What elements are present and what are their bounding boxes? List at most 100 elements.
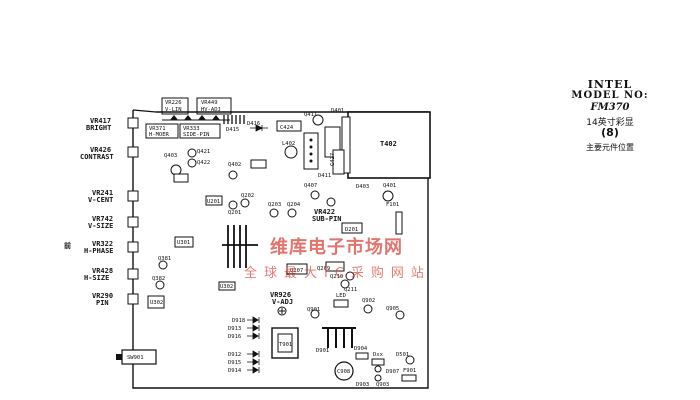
heatsink-left: [222, 225, 258, 268]
top-control-box-vr371: [145, 123, 179, 139]
top-control-name: SIDE-PIN: [183, 132, 210, 138]
top-control-ref: VR333: [183, 126, 200, 132]
component-label: D913: [228, 326, 241, 332]
connector-block: [303, 132, 319, 170]
left-control-ref: VR426: [90, 146, 111, 154]
board-top-edge: [132, 109, 157, 113]
component-label: Q903: [376, 382, 389, 388]
model-number: FM370: [590, 102, 630, 113]
figure-caption: 主要元件位置: [586, 143, 634, 152]
front-side-mark: 前: [64, 241, 71, 250]
component-label: D201: [345, 227, 358, 233]
component-label: D901: [316, 348, 329, 354]
left-control-name: V-CENT: [88, 196, 113, 204]
pin-header: [223, 115, 245, 124]
component-label: U301: [177, 240, 190, 246]
component-label: Q407: [304, 183, 317, 189]
figure-number: (8): [601, 126, 619, 139]
component-label: Q202: [241, 193, 254, 199]
watermark-title: 维库电子市场网: [270, 237, 403, 258]
component-label: T901: [279, 342, 292, 348]
flyback-transformer: [347, 111, 431, 179]
component-label: Q403: [164, 153, 177, 159]
flyback-label: T402: [380, 140, 397, 148]
top-control-box-vr226: [161, 97, 189, 115]
top-control-name: V-LIN: [165, 107, 182, 113]
component-label: Q411: [304, 112, 317, 118]
top-control-name: H-MOER: [149, 132, 170, 138]
component-label: Q902: [362, 298, 375, 304]
trim-pots-row: [170, 115, 220, 120]
component-label: Q382: [152, 276, 165, 282]
component-label: D415: [226, 127, 239, 133]
component-label: D416: [247, 121, 260, 127]
left-control-name: BRIGHT: [86, 124, 111, 132]
top-control-ref: VR449: [201, 100, 218, 106]
center-control-name: V-ADJ: [272, 298, 293, 306]
center-control-name: SUB-PIN: [312, 215, 342, 223]
component-label: F901: [403, 368, 416, 374]
component-outline: [276, 120, 302, 132]
left-control-ref: VR428: [92, 267, 113, 275]
component-label: SW901: [127, 355, 144, 361]
component-label: D401: [331, 108, 344, 114]
component-label: D501: [396, 352, 409, 358]
left-control-name: H-SIZE: [84, 274, 109, 282]
top-control-box-vr449: [196, 97, 232, 115]
component-label: Q209: [317, 266, 330, 272]
component-label: D907: [386, 369, 399, 375]
left-control-ref: VR742: [92, 215, 113, 223]
component-label: D916: [228, 334, 241, 340]
component-label: C427: [330, 153, 336, 166]
component-label: D903: [356, 382, 369, 388]
component-label: LED: [336, 293, 346, 299]
left-control-name: CONTRAST: [80, 153, 114, 161]
top-control-ref: VR226: [165, 100, 182, 106]
component-label: Q211: [344, 287, 357, 293]
left-control-ref: VR290: [92, 292, 113, 300]
component-label: C424: [280, 125, 294, 131]
component-outline: [332, 149, 345, 175]
component-label: D918: [232, 318, 245, 324]
left-control-panel: VR417 BRIGHT VR426 CONTRAST VR241 V-CENT…: [64, 117, 139, 307]
component-label: U201: [207, 199, 220, 205]
watermark-subtitle: 全球最大IC采购网站: [244, 266, 431, 281]
component-label: Q203: [268, 202, 281, 208]
component-label: D914: [228, 368, 242, 374]
left-control-name: H-PHASE: [84, 247, 114, 255]
component-label: U302: [150, 300, 163, 306]
component-label: D411: [318, 173, 331, 179]
brand-name: INTEL: [587, 78, 633, 91]
component-label: U302: [220, 284, 233, 290]
component-label: D912: [228, 352, 241, 358]
diode-column: D918 D913 D916 D912 D915 D914: [228, 316, 260, 374]
component-label: F101: [386, 202, 399, 208]
component-label: D915: [228, 360, 241, 366]
model-label: MODEL NO:: [571, 90, 649, 101]
center-control-ref: VR422: [314, 208, 335, 216]
capacitor-c908: [334, 361, 354, 381]
product-description: 14英寸彩显: [586, 118, 634, 128]
top-control-ref: VR371: [149, 126, 166, 132]
left-control-name: PIN: [96, 299, 109, 307]
component-label: D403: [356, 184, 369, 190]
component-label: D904: [354, 346, 368, 352]
left-control-name: V-SIZE: [88, 222, 113, 230]
t901-transformer: [271, 327, 299, 359]
component-label: Q422: [197, 160, 210, 166]
component-label: Q201: [228, 210, 241, 216]
component-label: Q207: [290, 268, 303, 274]
component-label: Q421: [197, 149, 210, 155]
component-label: Q381: [158, 256, 171, 262]
component-label: Q210: [330, 274, 343, 280]
top-control-box-vr333: [179, 123, 221, 139]
heatsink-right: [322, 327, 356, 348]
left-control-ref: VR322: [92, 240, 113, 248]
center-control-ref: VR926: [270, 291, 291, 299]
left-control-ref: VR241: [92, 189, 113, 197]
component-label: C908: [337, 369, 350, 375]
left-control-ref: VR417: [90, 117, 111, 125]
diode-symbol: [250, 124, 268, 132]
component-label: Q905: [386, 306, 399, 312]
